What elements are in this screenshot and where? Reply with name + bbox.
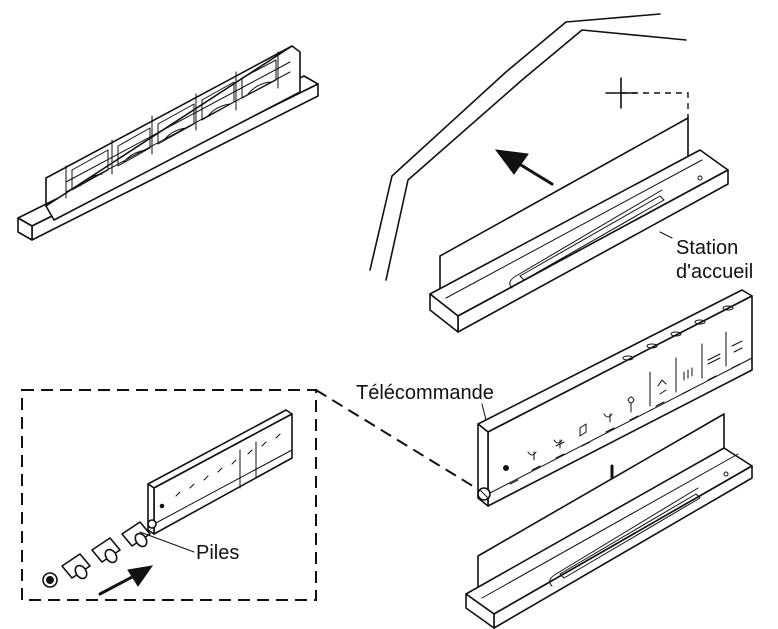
remote-control bbox=[477, 289, 753, 507]
remote-leader bbox=[481, 403, 487, 421]
station-leader bbox=[659, 231, 673, 239]
remote-detail bbox=[147, 409, 293, 535]
battery-1 bbox=[121, 521, 151, 548]
batteries-label: Piles bbox=[196, 542, 240, 564]
docking-station bbox=[429, 117, 729, 333]
battery-2 bbox=[91, 537, 121, 564]
battery-cap bbox=[42, 572, 58, 588]
mount-arrow bbox=[494, 149, 554, 186]
wall-outline bbox=[369, 13, 687, 281]
docking-station-label-line2: d'accueil bbox=[676, 261, 754, 283]
remote-control-label: Télécommande bbox=[356, 382, 494, 404]
battery-arrow bbox=[98, 565, 154, 596]
battery-detail-box bbox=[21, 389, 477, 601]
battery-3 bbox=[61, 553, 91, 580]
dock-back-bracket bbox=[17, 45, 319, 241]
batteries-leader bbox=[139, 531, 195, 553]
lower-dock bbox=[465, 413, 753, 629]
crosshair-mark bbox=[605, 77, 689, 118]
docking-station-label: Station d'accueil bbox=[676, 236, 753, 284]
docking-station-label-line1: Station bbox=[676, 237, 739, 259]
batteries bbox=[42, 521, 151, 588]
